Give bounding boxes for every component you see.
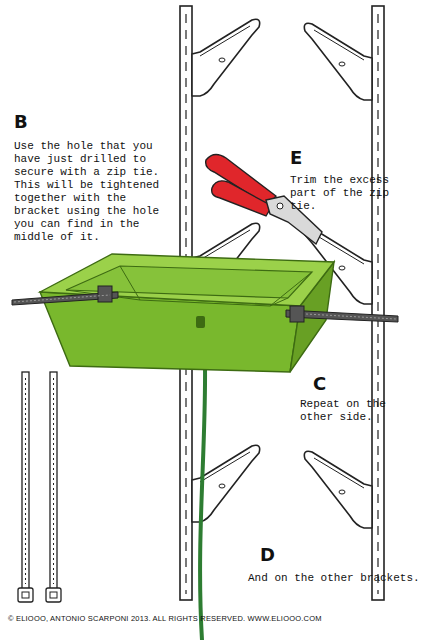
step-note: Trim the excess part of the zip tie. — [290, 174, 408, 213]
zip-tie — [286, 306, 398, 322]
step-note: Use the hole that you have just drilled … — [14, 140, 179, 244]
step-letter: C — [313, 374, 353, 394]
step-letter: D — [260, 545, 300, 565]
shelf-bracket — [192, 19, 260, 96]
shelf-bracket — [304, 23, 372, 100]
step-note: And on the other brackets. — [248, 572, 426, 585]
drain-hose — [200, 366, 205, 640]
pliers — [206, 154, 322, 244]
green-tray — [40, 254, 334, 372]
shelf-bracket — [304, 451, 372, 528]
step-note: Repeat on the other side. — [300, 398, 400, 424]
copyright-notice: © ELIOOO, ANTONIO SCARPONI 2013. ALL RIG… — [8, 614, 423, 623]
step-letter: E — [290, 148, 330, 168]
wall-rail — [372, 6, 384, 600]
zip-tie — [18, 372, 33, 602]
step-letter: B — [14, 112, 54, 132]
zip-tie — [12, 286, 118, 305]
zip-tie — [46, 372, 61, 602]
